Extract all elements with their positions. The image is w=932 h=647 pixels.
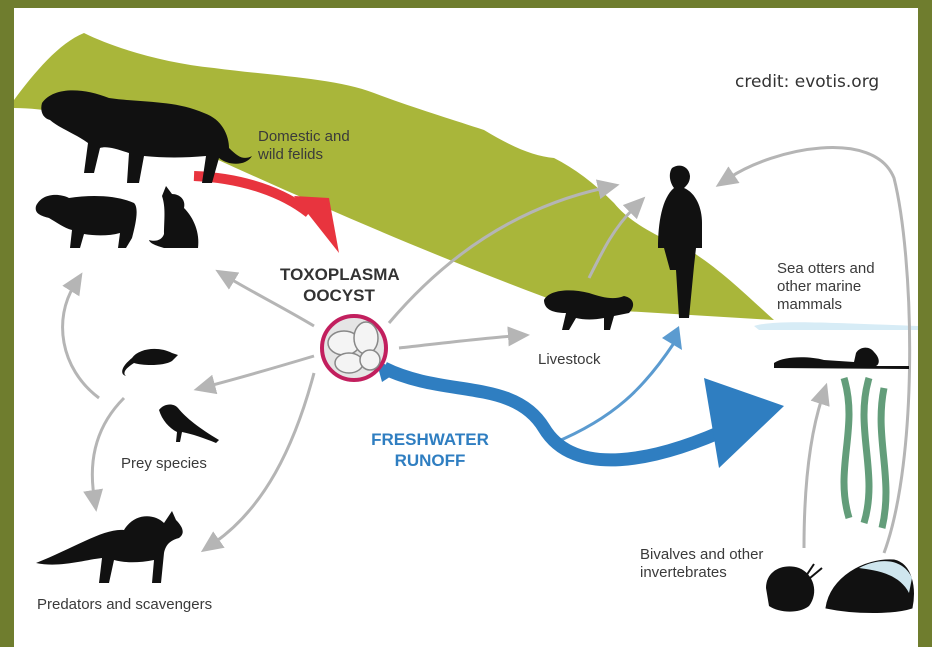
predators-label: Predators and scavengers [37,596,212,614]
arrow-prey-to-predators [92,398,124,496]
sea-otter-icon [774,348,909,369]
arrow-oocyst-to-prey [209,356,314,386]
diagram-canvas: credit: evotis.org TOXOPLASMA OOCYST FRE… [14,8,918,647]
water-surface [754,322,918,330]
livestock-label: Livestock [538,351,601,369]
otters-label: Sea otters and other marine mammals [777,260,875,314]
bobcat-icon [36,195,137,248]
credit-text: credit: evotis.org [735,72,879,92]
fox-icon [36,511,183,583]
mouse-icon [122,349,178,376]
felids-label: Domestic and wild felids [258,128,350,164]
arrow-oocyst-to-predators [214,373,314,543]
freshwater-runoff-label: FRESHWATER RUNOFF [354,429,506,471]
oocyst-title: TOXOPLASMA OOCYST [280,264,398,306]
oocyst-icon [322,316,386,380]
arrow-prey-to-felids [63,286,99,398]
diagram-graphics [14,8,918,647]
kelp-icon [844,378,886,528]
bird-icon [159,404,219,443]
runoff-arrowhead [704,378,784,468]
prey-label: Prey species [121,455,207,473]
arrow-bivalves-to-otters [804,398,822,548]
arrow-oocyst-to-livestock [399,336,514,348]
housecat-icon [149,186,198,248]
bivalves-label: Bivalves and other invertebrates [640,546,763,582]
